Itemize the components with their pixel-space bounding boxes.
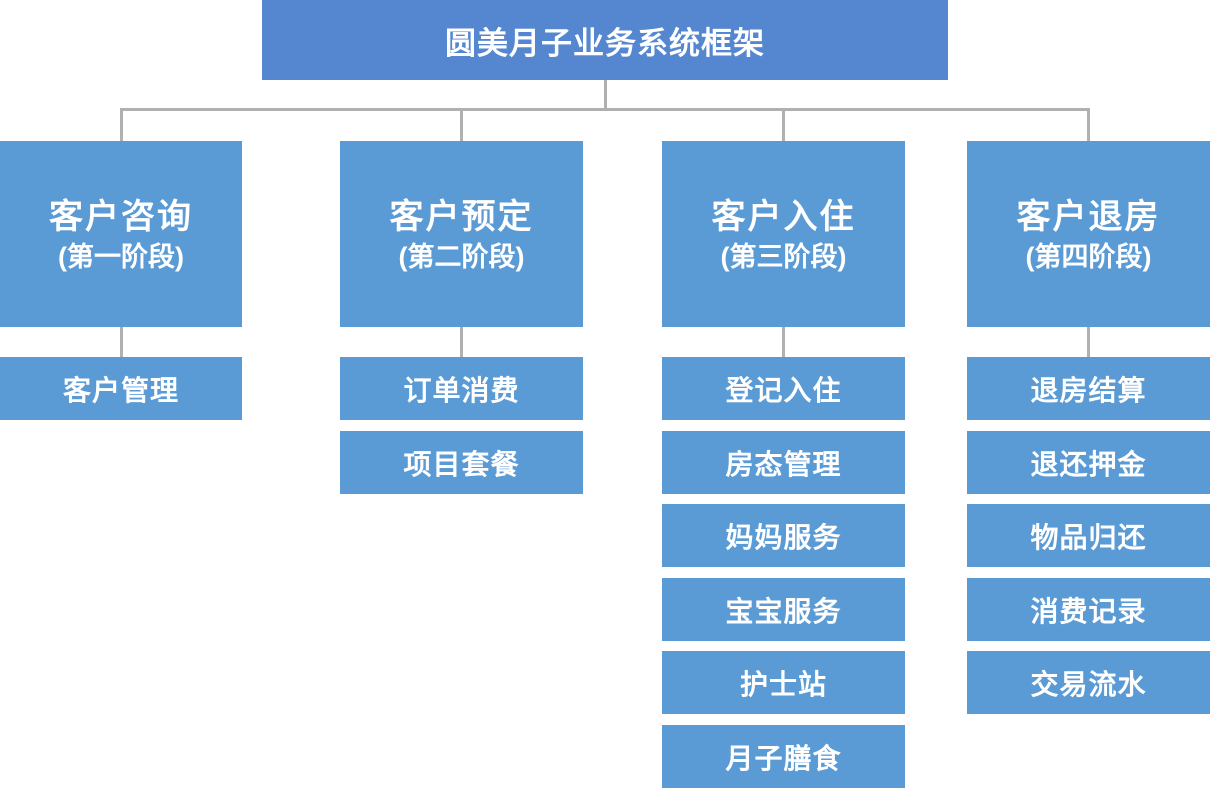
stage-item-box: 登记入住 xyxy=(662,357,905,420)
connector-drop-stage-2 xyxy=(460,111,463,141)
stage-item-box: 物品归还 xyxy=(967,504,1210,567)
stage-item-box: 房态管理 xyxy=(662,431,905,494)
stage-subtitle: (第三阶段) xyxy=(720,241,847,272)
stage-header-box: 客户预定 (第二阶段) xyxy=(340,141,583,327)
stage-item-box: 客户管理 xyxy=(0,357,242,420)
diagram-title: 圆美月子业务系统框架 xyxy=(445,25,765,61)
stage-subtitle: (第一阶段) xyxy=(58,241,184,272)
stage-item-box: 退还押金 xyxy=(967,431,1210,494)
stage-item-box: 交易流水 xyxy=(967,651,1210,714)
diagram-title-box: 圆美月子业务系统框架 xyxy=(262,0,948,80)
connector-stage-items-3 xyxy=(782,327,785,357)
stage-header-box: 客户入住 (第三阶段) xyxy=(662,141,905,327)
connector-drop-stage-3 xyxy=(782,111,785,141)
stage-item-box: 消费记录 xyxy=(967,578,1210,641)
stage-title: 客户入住 xyxy=(711,197,856,236)
stage-header-box: 客户退房 (第四阶段) xyxy=(967,141,1210,327)
stage-item-box: 宝宝服务 xyxy=(662,578,905,641)
stage-item-box: 项目套餐 xyxy=(340,431,583,494)
stage-item-box: 护士站 xyxy=(662,651,905,714)
stage-header-box: 客户咨询 (第一阶段) xyxy=(0,141,242,327)
stage-subtitle: (第四阶段) xyxy=(1025,241,1152,272)
stage-item-box: 妈妈服务 xyxy=(662,504,905,567)
connector-drop-stage-4 xyxy=(1087,111,1090,141)
stage-subtitle: (第二阶段) xyxy=(398,241,525,272)
stage-title: 客户退房 xyxy=(1016,197,1161,236)
connector-stage-items-2 xyxy=(460,327,463,357)
connector-stage-items-1 xyxy=(119,327,123,357)
connector-stage-items-4 xyxy=(1087,327,1090,357)
stage-title: 客户预定 xyxy=(389,197,534,236)
stage-item-box: 订单消费 xyxy=(340,357,583,420)
stage-item-box: 退房结算 xyxy=(967,357,1210,420)
connector-drop-stage-1 xyxy=(119,111,123,141)
stage-item-box: 月子膳食 xyxy=(662,725,905,788)
connector-title-stub xyxy=(603,80,607,108)
stage-title: 客户咨询 xyxy=(49,197,193,236)
connector-horizontal-rail xyxy=(119,108,1090,111)
